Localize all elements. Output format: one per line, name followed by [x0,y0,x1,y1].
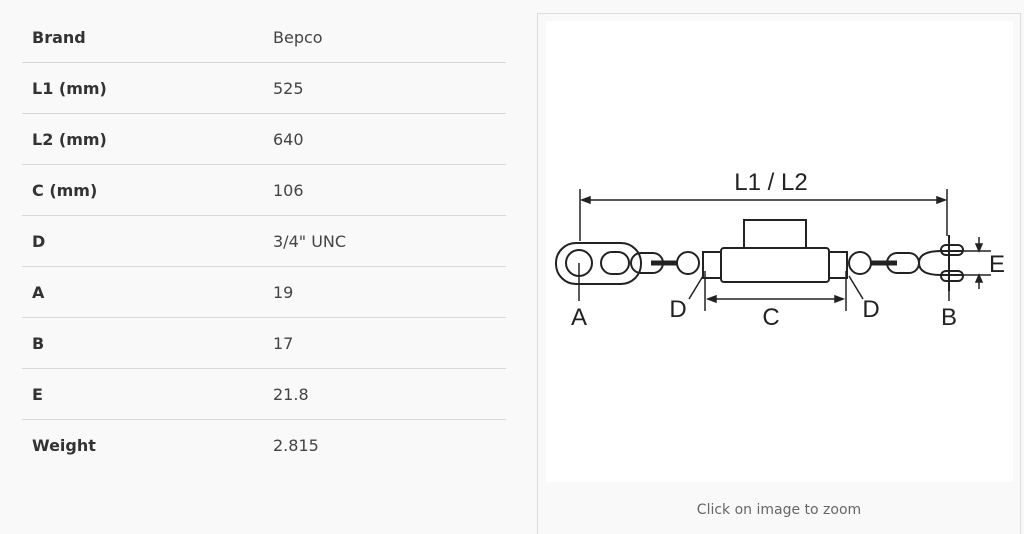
spec-row: E 21.8 [22,369,506,420]
spec-label: A [32,282,45,302]
diagram-label-length: L1 / L2 [734,169,807,196]
spec-label: L2 (mm) [32,129,107,149]
spec-value: 525 [273,78,304,98]
spec-label: L1 (mm) [32,78,107,98]
spec-row: L2 (mm) 640 [22,114,506,165]
stabiliser-chain-diagram: L1 / L2 A D C D B E [555,169,1005,331]
diagram-label-b: B [941,304,957,331]
spec-row: L1 (mm) 525 [22,63,506,114]
spec-label: B [32,333,45,353]
spec-row: A 19 [22,267,506,318]
spec-value: 106 [273,180,304,200]
spec-label: D [32,231,46,251]
spec-row: B 17 [22,318,506,369]
spec-label: C (mm) [32,180,98,200]
chain-end-b [848,235,964,291]
product-diagram-image[interactable]: L1 / L2 A D C D B E [546,21,1013,482]
spec-value: 21.8 [273,384,309,404]
spec-value: 19 [273,282,294,302]
zoom-caption: Click on image to zoom [696,502,862,518]
spec-row: Brand Bepco [22,12,506,63]
spec-label: Weight [32,435,96,455]
diagram-label-d-left: D [669,296,686,323]
product-image-panel: L1 / L2 A D C D B E Click on image to zo… [537,13,1021,534]
spec-value: 2.815 [273,435,319,455]
spec-value: 17 [273,333,294,353]
spec-value: 3/4" UNC [273,231,347,251]
dimension-lines [578,189,991,311]
spec-label: Brand [32,27,86,47]
turnbuckle-barrel [702,219,848,283]
diagram-label-c: C [762,304,779,331]
spec-label: E [32,384,43,404]
diagram-label-e: E [989,251,1005,278]
spec-row: C (mm) 106 [22,165,506,216]
diagram-label-d-right: D [862,296,879,323]
spec-value: Bepco [273,27,323,47]
spec-value: 640 [273,129,304,149]
spec-row: D 3/4" UNC [22,216,506,267]
diagram-label-a: A [571,304,587,331]
chain-end-a [555,242,700,285]
spec-row: Weight 2.815 [22,420,506,470]
